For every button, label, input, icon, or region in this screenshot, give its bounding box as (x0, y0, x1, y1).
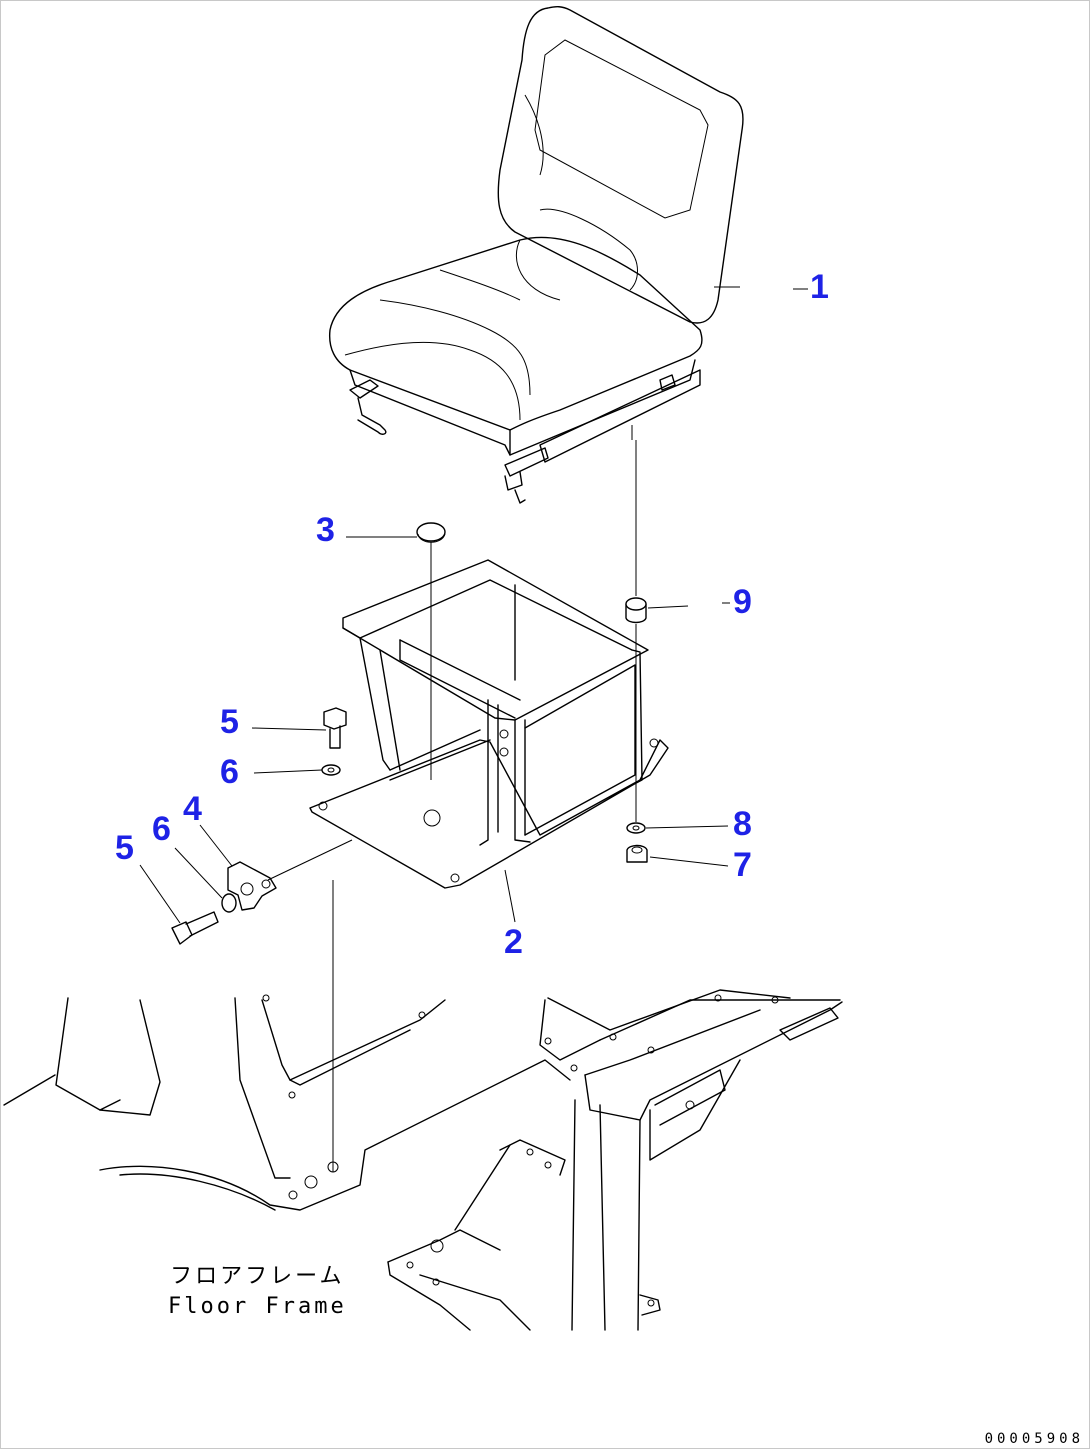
seat-assembly (328, 5, 744, 504)
bolt-5-lower (171, 921, 193, 945)
washer-8 (626, 822, 646, 834)
callout-6-upper: 6 (220, 753, 239, 791)
callout-5-upper: 5 (220, 703, 239, 741)
washer-6-lower (221, 893, 237, 913)
fasteners (171, 522, 648, 945)
floor-frame-label: フロアフレーム Floor Frame (168, 1262, 347, 1322)
callout-2: 2 (504, 923, 523, 961)
callout-6-lower: 6 (152, 810, 171, 848)
nut-7 (626, 844, 648, 863)
seat-bracket (309, 559, 669, 889)
callout-3: 3 (316, 511, 335, 549)
floor-frame-label-en: Floor Frame (168, 1294, 347, 1319)
plug-3 (416, 522, 446, 542)
assembly-lines (267, 440, 637, 1172)
leader-lines (139, 286, 808, 924)
floor-frame (3, 989, 843, 1331)
callout-8: 8 (733, 805, 752, 843)
washer-6-upper (321, 764, 341, 776)
floor-frame-label-jp: フロアフレーム (170, 1264, 345, 1289)
callout-1: 1 (810, 268, 829, 306)
callout-7: 7 (733, 846, 752, 884)
bolt-5-upper (323, 707, 347, 730)
callout-5-lower: 5 (115, 829, 134, 867)
callout-9: 9 (733, 583, 752, 621)
callout-4: 4 (183, 790, 202, 828)
drawing-number: 00005908 (984, 1431, 1084, 1447)
